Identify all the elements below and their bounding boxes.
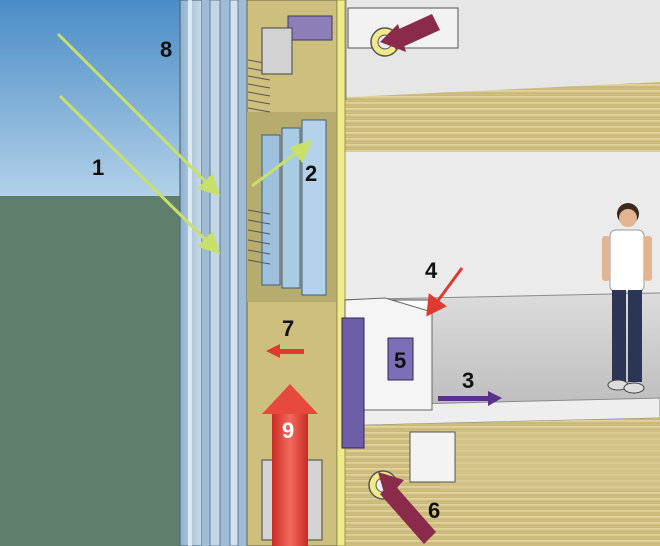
lower-wall-shadow xyxy=(440,430,660,490)
purple-panel xyxy=(341,317,365,449)
callout-2: 2 xyxy=(305,161,317,186)
window-2 xyxy=(281,127,301,289)
ceiling-upper xyxy=(330,78,660,152)
cavity xyxy=(202,0,247,546)
supply-air-arrow-3 xyxy=(438,391,502,406)
warm-air-arrow-9 xyxy=(262,384,318,546)
window-1 xyxy=(261,134,281,286)
warm-air-arrow-7 xyxy=(266,344,304,358)
exhaust-arrow-top xyxy=(380,14,440,52)
callout-4: 4 xyxy=(425,258,438,283)
top-purple-unit xyxy=(287,15,333,41)
person-figure xyxy=(602,203,652,394)
callout-3: 3 xyxy=(462,368,474,393)
warm-air-arrow-4 xyxy=(426,267,464,317)
callout-1: 1 xyxy=(92,155,104,180)
lower-duct xyxy=(409,431,456,483)
unit-5 xyxy=(387,337,414,381)
top-grey-unit xyxy=(261,27,293,75)
interior-back-wall xyxy=(330,150,660,310)
callout-9: 9 xyxy=(282,418,294,443)
callout-5: 5 xyxy=(394,348,406,373)
yellow-riser xyxy=(336,0,346,546)
exhaust-arrow-6 xyxy=(378,472,436,544)
sunlight-arrow-2 xyxy=(251,139,313,188)
callout-7: 7 xyxy=(282,316,294,341)
callout-8: 8 xyxy=(160,37,172,62)
callout-6: 6 xyxy=(428,498,440,523)
sunlight-arrow-1 xyxy=(56,32,221,255)
